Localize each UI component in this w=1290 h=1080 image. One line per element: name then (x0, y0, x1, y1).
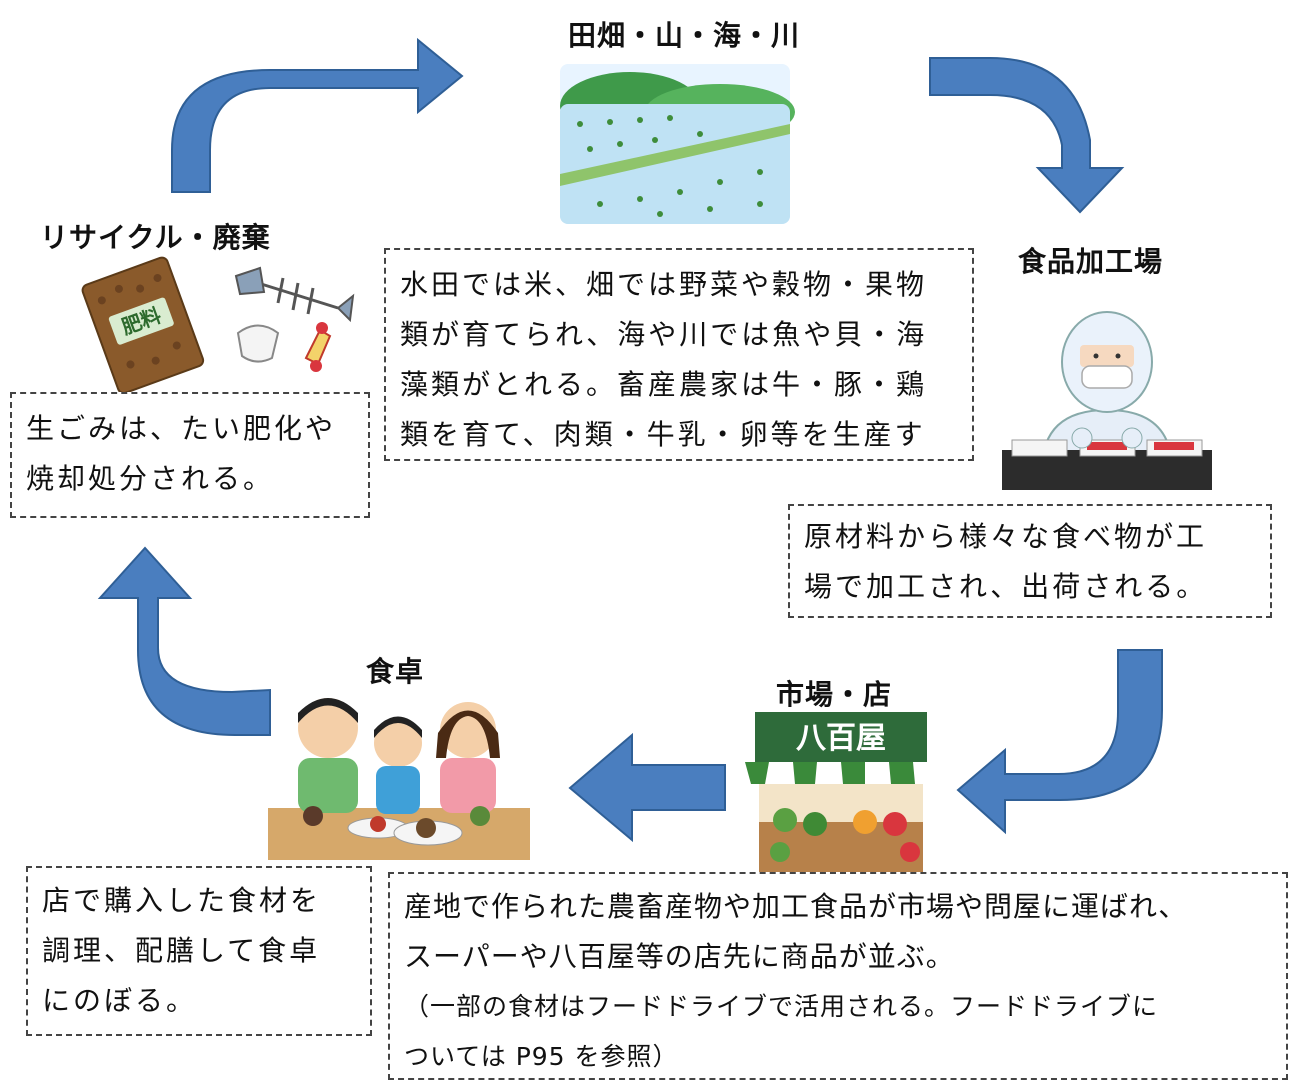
factory-worker-illustration (1002, 311, 1212, 490)
table-title: 食卓 (366, 655, 425, 688)
greengrocer-shop-illustration: 八百屋 (745, 712, 937, 874)
factory-description: 原材料から様々な食べ物が工 場で加工され、出荷される。 (788, 504, 1272, 618)
food-waste-icon (234, 266, 355, 372)
table-description: 店で購入した食材を 調理、配膳して食卓 にのぼる。 (26, 866, 372, 1036)
shop-sign-text: 八百屋 (796, 721, 886, 756)
family-dining-illustration (268, 698, 530, 860)
market-title: 市場・店 (776, 678, 893, 711)
fields-title: 田畑・山・海・川 (568, 19, 801, 52)
recycle-title: リサイクル・廃棄 (40, 221, 271, 254)
market-description: 産地で作られた農畜産物や加工食品が市場や問屋に運ばれ、 スーパーや八百屋等の店先… (388, 872, 1288, 1080)
factory-title: 食品加工場 (1018, 245, 1164, 278)
rice-field-illustration (560, 64, 795, 224)
fields-description: 水田では米、畑では野菜や穀物・果物 類が育てられ、海や川では魚や貝・海 藻類がと… (384, 248, 974, 461)
fertilizer-bag-icon: 肥料 (81, 256, 205, 395)
recycle-description: 生ごみは、たい肥化や 焼却処分される。 (10, 392, 370, 518)
